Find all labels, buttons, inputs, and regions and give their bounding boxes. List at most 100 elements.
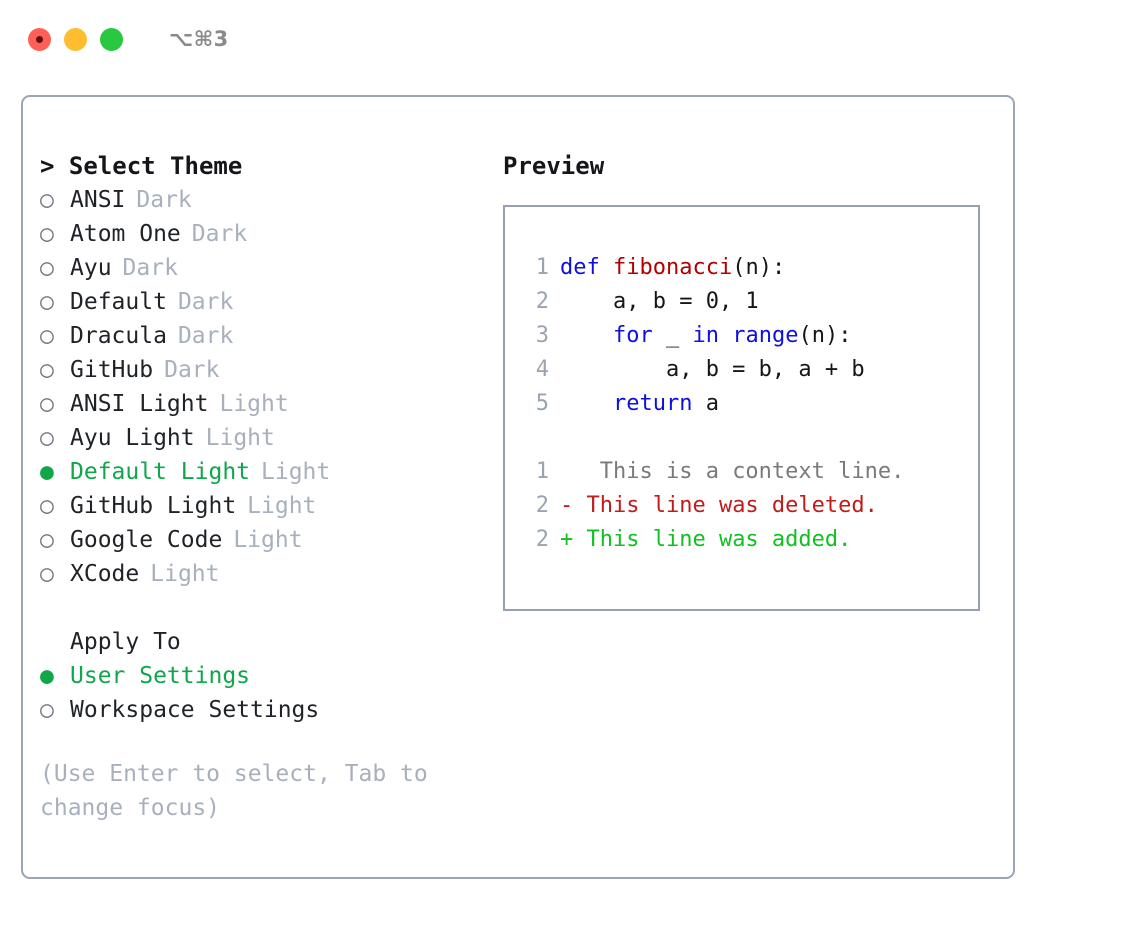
radio-unselected-icon: ○: [40, 391, 54, 417]
radio-unselected-icon: ○: [40, 255, 54, 281]
select-theme-heading: > Select Theme: [40, 152, 243, 180]
theme-option-label: Atom One: [70, 221, 181, 247]
theme-option-label: Ayu Light: [70, 425, 195, 451]
radio-selected-icon: ●: [40, 459, 54, 485]
radio-unselected-icon: ○: [40, 289, 54, 315]
code-line-text: def fibonacci(n):: [560, 251, 785, 285]
theme-variant-tag: Dark: [191, 221, 248, 247]
code-token: def: [560, 255, 613, 280]
apply-to-option-label: Workspace Settings: [70, 697, 320, 723]
code-token: a: [692, 391, 719, 416]
code-token: [560, 391, 613, 416]
code-token: [719, 323, 732, 348]
apply-to-heading: Apply To: [70, 629, 181, 655]
diff-line-text: This is a context line.: [573, 459, 905, 484]
diff-marker: +: [560, 527, 574, 552]
code-token: fibonacci: [612, 255, 733, 280]
diff-sample: 1 This is a context line. 2- This line wa…: [521, 455, 978, 557]
diff-line: 2+ This line was added.: [521, 523, 978, 557]
code-token: (n):: [798, 323, 852, 348]
theme-option-label: GitHub: [70, 357, 154, 383]
theme-option-label: GitHub Light: [70, 493, 237, 519]
theme-option-atom-one[interactable]: ○ Atom One Dark: [40, 217, 503, 251]
code-line-text: a, b = 0, 1: [560, 285, 759, 319]
theme-variant-tag: Light: [205, 425, 275, 451]
diff-line-text: This line was deleted.: [573, 493, 878, 518]
code-line-number: 4: [535, 357, 549, 382]
minimize-button[interactable]: [64, 27, 87, 51]
diff-marker: -: [560, 493, 574, 518]
theme-variant-tag: Light: [219, 391, 289, 417]
keyboard-shortcut-label: ⌥⌘3: [169, 27, 229, 51]
theme-option-label: ANSI: [70, 187, 126, 213]
theme-variant-tag: Light: [233, 527, 303, 553]
code-line: 1 def fibonacci(n):: [521, 251, 978, 285]
theme-option-label: XCode: [70, 561, 140, 587]
code-line-number: 3: [535, 323, 549, 348]
radio-unselected-icon: ○: [40, 221, 54, 247]
theme-option-default-light[interactable]: ● Default Light Light: [40, 455, 503, 489]
apply-to-option-workspace-settings[interactable]: ○ Workspace Settings: [40, 693, 503, 727]
code-token: [560, 323, 613, 348]
theme-option-xcode[interactable]: ○ XCode Light: [40, 557, 503, 591]
theme-variant-tag: Dark: [177, 289, 234, 315]
radio-unselected-icon: ○: [40, 561, 54, 587]
code-token: (n):: [732, 255, 786, 280]
code-line-number: 5: [535, 391, 549, 416]
diff-line: 2- This line was deleted.: [521, 489, 978, 523]
theme-option-ansi[interactable]: ○ ANSI Dark: [40, 183, 503, 217]
code-line: 5 return a: [521, 387, 978, 421]
code-line-number: 1: [535, 255, 549, 280]
theme-variant-tag: Dark: [122, 255, 178, 281]
theme-variant-tag: Light: [261, 459, 331, 485]
radio-selected-icon: ●: [40, 663, 54, 689]
maximize-button[interactable]: [100, 27, 123, 51]
code-line-text: for _ in range(n):: [560, 319, 851, 353]
radio-unselected-icon: ○: [40, 697, 54, 723]
code-line: 4 a, b = b, a + b: [521, 353, 978, 387]
theme-variant-tag: Dark: [177, 323, 234, 349]
theme-variant-tag: Dark: [136, 187, 192, 213]
code-token: a, b = 0, 1: [560, 289, 759, 314]
code-line: 2 a, b = 0, 1: [521, 285, 978, 319]
diff-spacer: [521, 421, 978, 455]
apply-to-option-list: ●User Settings ○ Workspace Settings: [40, 659, 503, 727]
theme-option-label: Dracula: [70, 323, 167, 349]
code-line-text: a, b = b, a + b: [560, 353, 865, 387]
code-line-text: return a: [560, 387, 719, 421]
theme-option-label: Ayu: [70, 255, 112, 281]
theme-variant-tag: Light: [150, 561, 220, 587]
preview-heading: Preview: [503, 152, 605, 180]
theme-variant-tag: Light: [247, 493, 317, 519]
code-token: in: [692, 323, 719, 348]
diff-line-text: This line was added.: [573, 527, 852, 552]
radio-unselected-icon: ○: [40, 187, 54, 213]
code-line-number: 2: [535, 289, 549, 314]
code-token: return: [612, 391, 693, 416]
theme-variant-tag: Dark: [164, 357, 220, 383]
theme-option-ayu[interactable]: ○ Ayu Dark: [40, 251, 503, 285]
theme-option-dracula[interactable]: ○ Dracula Dark: [40, 319, 503, 353]
code-token: a, b = b, a + b: [560, 357, 865, 382]
theme-option-label: Default Light: [70, 459, 251, 485]
window-controls: [28, 27, 123, 51]
code-token: _: [652, 323, 693, 348]
keyboard-hint: (Use Enter to select, Tab to change focu…: [40, 761, 428, 821]
apply-to-option-user-settings[interactable]: ●User Settings: [40, 659, 503, 693]
close-button[interactable]: [28, 27, 51, 51]
diff-marker: [560, 455, 573, 489]
diff-line-number: 1: [535, 459, 549, 484]
radio-unselected-icon: ○: [40, 323, 54, 349]
code-token: for: [612, 323, 653, 348]
radio-unselected-icon: ○: [40, 527, 54, 553]
list-spacer: [40, 591, 503, 625]
